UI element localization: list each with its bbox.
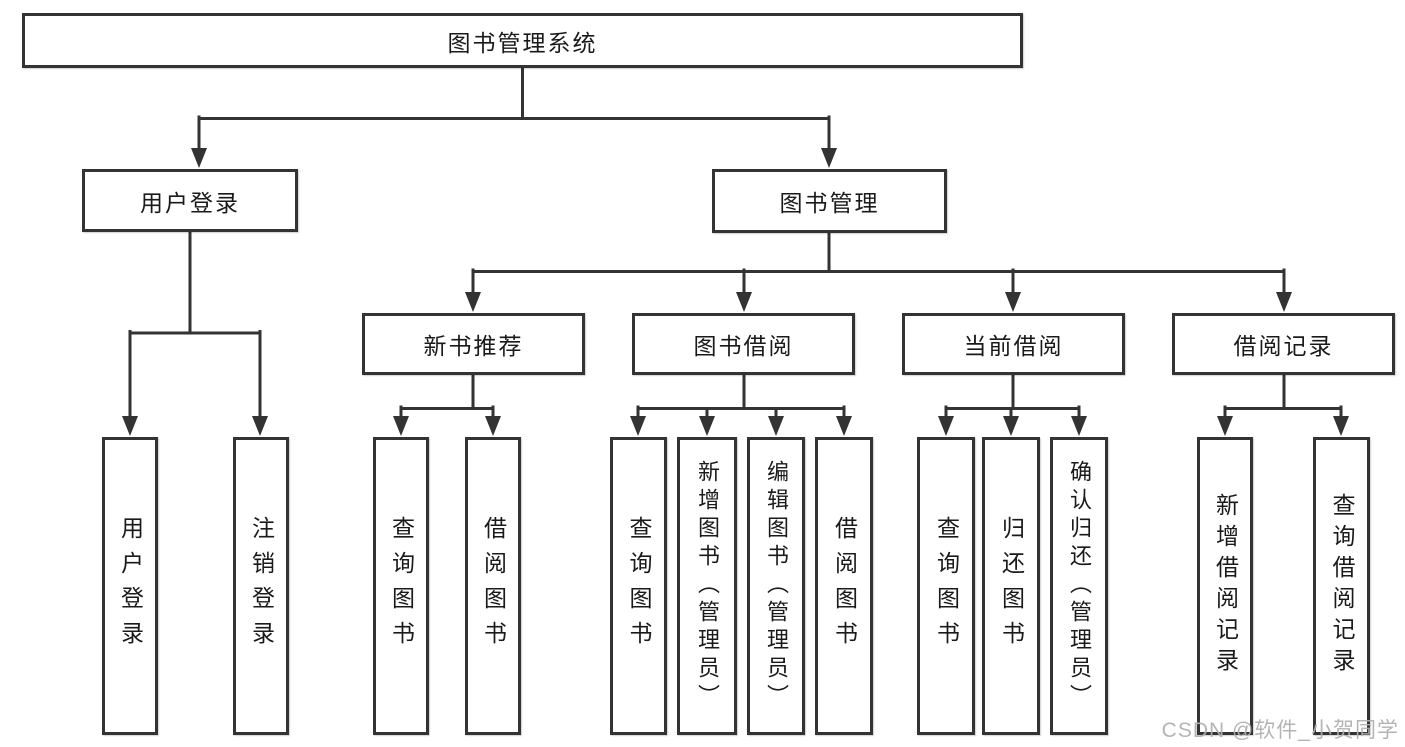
arrow-down-icon	[1003, 416, 1019, 436]
leaf-logout: 注销登录	[233, 437, 289, 735]
node-new-book-recommend: 新书推荐	[362, 313, 585, 375]
node-user-login: 用户登录	[82, 169, 298, 232]
arrow-down-icon	[485, 416, 501, 436]
arrow-down-icon	[1333, 416, 1349, 436]
leaf-records-query: 查询借阅记录	[1313, 437, 1370, 735]
leaf-newbooks-query: 查询图书	[373, 437, 429, 735]
arrow-down-icon	[191, 148, 207, 168]
arrow-down-icon	[836, 416, 852, 436]
node-root: 图书管理系统	[22, 13, 1023, 68]
leaf-bookborrow-add-admin: 新增图书（管理员）	[677, 437, 737, 735]
watermark-text: CSDN @软件_小贺同学	[1161, 719, 1399, 742]
leaf-newbooks-borrow: 借阅图书	[465, 437, 521, 735]
node-borrow-records: 借阅记录	[1172, 313, 1395, 375]
arrow-down-icon	[736, 292, 752, 312]
arrow-down-icon	[122, 416, 138, 436]
leaf-bookborrow-query: 查询图书	[610, 437, 667, 735]
leaf-current-query: 查询图书	[917, 437, 975, 735]
arrow-down-icon	[630, 416, 646, 436]
node-book-borrow: 图书借阅	[632, 313, 855, 375]
node-book-management: 图书管理	[712, 169, 947, 233]
leaf-bookborrow-borrow: 借阅图书	[815, 437, 873, 735]
leaf-current-return: 归还图书	[982, 437, 1040, 735]
arrow-down-icon	[699, 416, 715, 436]
arrow-down-icon	[1071, 416, 1087, 436]
arrow-down-icon	[465, 292, 481, 312]
arrow-down-icon	[768, 416, 784, 436]
arrow-down-icon	[252, 416, 268, 436]
arrow-down-icon	[1276, 292, 1292, 312]
leaf-bookborrow-edit-admin: 编辑图书（管理员）	[747, 437, 805, 735]
arrow-down-icon	[1217, 416, 1233, 436]
leaf-current-confirm-admin: 确认归还（管理员）	[1050, 437, 1108, 735]
leaf-records-add: 新增借阅记录	[1197, 437, 1253, 735]
arrow-down-icon	[938, 416, 954, 436]
arrow-down-icon	[1005, 292, 1021, 312]
arrow-down-icon	[821, 148, 837, 168]
arrow-down-icon	[393, 416, 409, 436]
node-current-borrow: 当前借阅	[902, 313, 1125, 375]
leaf-user-login: 用户登录	[102, 437, 158, 735]
